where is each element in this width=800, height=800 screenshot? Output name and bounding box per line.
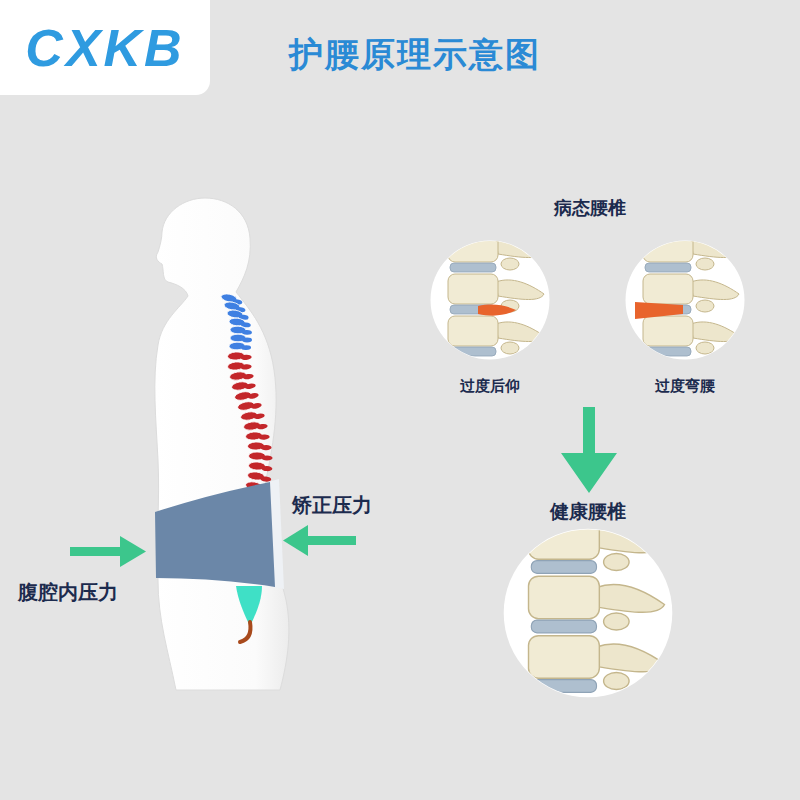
spine-circle	[625, 240, 745, 360]
vertebra-illustration	[625, 232, 745, 360]
logo-box: CXKB	[0, 0, 210, 95]
force-label: 矫正压力	[292, 492, 372, 518]
diagram-title: 护腰原理示意图	[215, 32, 615, 76]
vertebra-illustration	[503, 517, 673, 698]
circle-heading: 健康腰椎	[503, 496, 673, 524]
pressure-arrow	[283, 525, 356, 556]
force-label: 腹腔内压力	[18, 579, 118, 605]
spine-circle-node: 过度后仰	[425, 240, 555, 400]
brand-logo: CXKB	[25, 18, 184, 78]
waist-belt	[155, 482, 275, 587]
body-silhouette	[155, 198, 289, 690]
spine-circle	[503, 528, 673, 698]
circle-caption: 过度后仰	[425, 240, 555, 396]
spine-circle-node: 过度弯腰	[620, 240, 750, 400]
sacrum	[236, 586, 262, 626]
arrow-shape	[561, 407, 617, 493]
circle-caption: 过度弯腰	[620, 240, 750, 396]
vertebra-illustration	[430, 232, 550, 360]
pressure-arrow	[70, 536, 146, 567]
group-heading: 病态腰椎	[425, 192, 755, 220]
spine-circle	[430, 240, 550, 360]
group-box: 病态腰椎过度后仰过度弯腰	[425, 192, 755, 404]
spine-circle-node: 健康腰椎	[503, 496, 673, 700]
flow-arrow	[561, 407, 617, 493]
coccyx	[240, 622, 251, 642]
spine	[220, 293, 272, 493]
